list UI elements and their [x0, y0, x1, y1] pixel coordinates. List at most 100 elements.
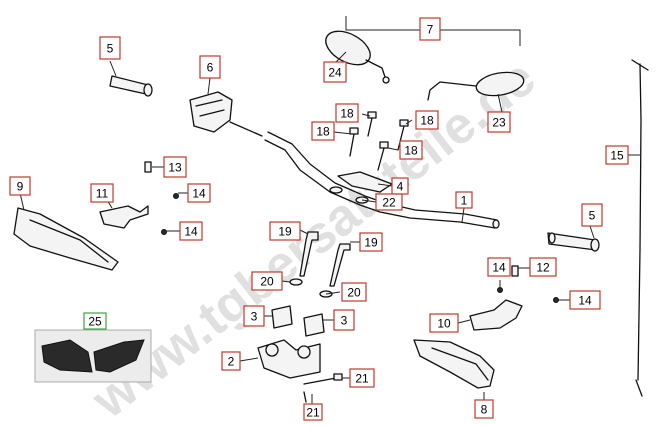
callout-c21b: 21: [303, 403, 323, 421]
callout-c14b: 14: [179, 221, 203, 241]
callout-box: [605, 145, 629, 165]
callout-number: 14: [184, 225, 198, 239]
callout-c14a: 14: [187, 183, 211, 203]
callout-number: 13: [168, 161, 182, 175]
callout-number: 23: [492, 116, 506, 130]
callout-c19a: 19: [269, 221, 301, 241]
callout-c5b: 5: [581, 203, 603, 227]
right-switch-bracket-10: [469, 265, 559, 331]
callout-number: 22: [382, 196, 396, 210]
callout-box: [187, 183, 211, 203]
callout-c3b: 3: [333, 309, 355, 331]
lower-bracket-2: [257, 339, 321, 379]
callout-number: 24: [328, 66, 342, 80]
callout-box: [349, 368, 375, 388]
callout-box: [333, 309, 355, 331]
callout-number: 14: [492, 261, 506, 275]
callout-number: 12: [536, 261, 550, 275]
callout-box: [569, 290, 601, 310]
callout-c14c: 14: [487, 257, 511, 277]
callout-number: 2: [228, 355, 235, 369]
callout-box: [399, 140, 423, 160]
callout-c20b: 20: [341, 282, 367, 302]
callout-c4: 4: [391, 177, 409, 195]
callout-box: [90, 183, 114, 203]
callout-box: [323, 61, 347, 83]
callout-number: 19: [278, 225, 292, 239]
upper-clamp-4: [329, 171, 393, 204]
left-mirror: [325, 30, 390, 84]
callout-c14d: 14: [569, 290, 601, 310]
callout-number: 4: [397, 180, 404, 194]
callout-box: [83, 312, 107, 330]
callout-number: 18: [316, 125, 330, 139]
callout-c24: 24: [323, 61, 347, 83]
callout-c18c: 18: [415, 110, 439, 130]
callout-c23: 23: [487, 111, 511, 133]
callout-c7: 7: [419, 17, 441, 41]
callout-box: [359, 232, 383, 252]
callout-c20a: 20: [251, 271, 283, 291]
callout-number: 11: [96, 187, 109, 201]
callout-box: [429, 313, 459, 333]
callout-number: 5: [589, 209, 596, 223]
callout-box: [179, 221, 203, 241]
handlebar: [264, 131, 500, 229]
callout-box: [221, 351, 241, 371]
callout-number: 10: [437, 317, 451, 331]
left-grip: [109, 75, 153, 97]
callout-number: 21: [306, 406, 320, 420]
callout-number: 9: [17, 180, 24, 194]
callout-c18a: 18: [335, 103, 359, 123]
callout-number: 21: [355, 372, 369, 386]
callout-box: [335, 103, 359, 123]
callout-box: [269, 221, 301, 241]
callout-number: 5: [107, 42, 114, 56]
callout-box: [199, 55, 221, 79]
callout-number: 19: [364, 236, 378, 250]
callout-c11: 11: [90, 183, 114, 203]
callout-c15: 15: [605, 145, 629, 165]
callout-c9: 9: [9, 176, 31, 196]
callout-c10: 10: [429, 313, 459, 333]
callout-box: [487, 111, 511, 133]
right-mirror: [427, 71, 525, 101]
callout-c22: 22: [375, 193, 403, 211]
callout-box: [455, 191, 473, 209]
callout-number: 20: [347, 286, 361, 300]
callout-number: 18: [404, 144, 418, 158]
risers-19: [299, 231, 351, 287]
callout-number: 14: [192, 187, 206, 201]
callout-box: [243, 305, 265, 327]
callout-c19b: 19: [359, 232, 383, 252]
callout-number: 15: [610, 149, 624, 163]
callout-c5a: 5: [99, 36, 121, 60]
callout-box: [99, 36, 121, 60]
rubber-bushings-3: [271, 305, 325, 337]
callout-box: [415, 110, 439, 130]
callout-c25: 25: [83, 312, 107, 330]
callout-c12: 12: [529, 257, 557, 277]
bolts-21: [303, 373, 343, 403]
callout-number: 20: [260, 275, 274, 289]
callout-box: [341, 282, 367, 302]
right-grip: [547, 232, 600, 252]
callout-box: [251, 271, 283, 291]
callout-c6: 6: [199, 55, 221, 79]
callout-number: 3: [251, 310, 258, 324]
callout-box: [303, 403, 323, 421]
throttle-switch-housing: [189, 91, 263, 137]
callout-c1: 1: [455, 191, 473, 209]
callout-c8: 8: [474, 399, 494, 419]
callout-c21a: 21: [349, 368, 375, 388]
callout-number: 7: [427, 23, 434, 37]
throttle-cable-15: [631, 59, 649, 397]
callout-box: [474, 399, 494, 419]
callout-c13: 13: [163, 156, 187, 178]
callout-c3a: 3: [243, 305, 265, 327]
callout-box: [529, 257, 557, 277]
left-switch-bracket-11: [99, 161, 179, 235]
callout-box: [375, 193, 403, 211]
callout-box: [311, 121, 335, 141]
